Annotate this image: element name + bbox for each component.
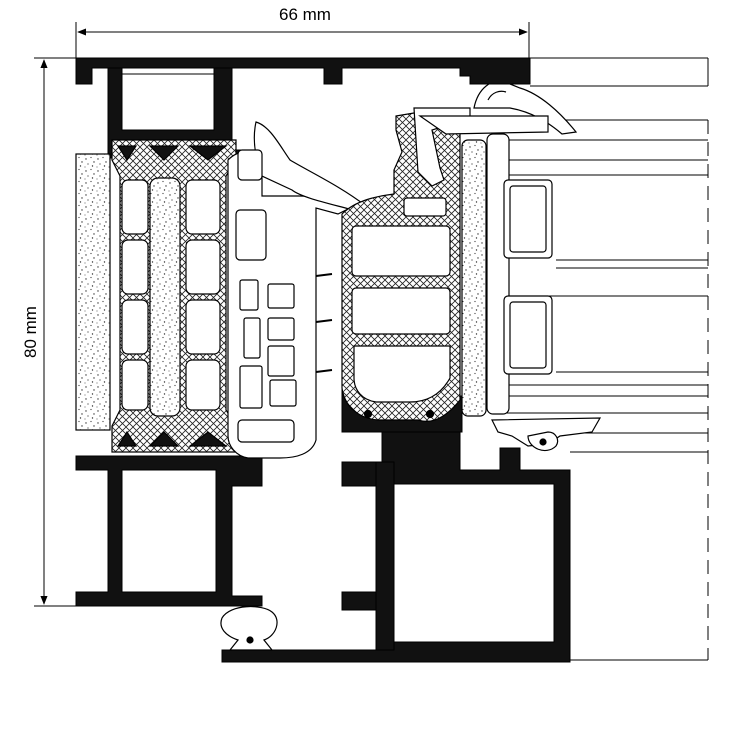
glass-unit xyxy=(486,133,553,415)
thermal-break-right xyxy=(341,107,549,422)
bottom-seal-gasket xyxy=(220,606,278,651)
width-dimension: 66 mm xyxy=(75,5,530,70)
thermal-break-left xyxy=(111,139,237,453)
glazing-outline-lines xyxy=(490,57,709,661)
outer-frame-aluminium xyxy=(75,57,571,663)
height-dimension-label: 80 mm xyxy=(21,306,40,358)
width-dimension-label: 66 mm xyxy=(279,5,331,24)
glazing-gasket-bottom xyxy=(491,417,602,451)
insulation-strip-inner xyxy=(461,139,487,417)
middle-gasket-block xyxy=(227,121,367,459)
insulation-strip-outer xyxy=(75,153,111,431)
